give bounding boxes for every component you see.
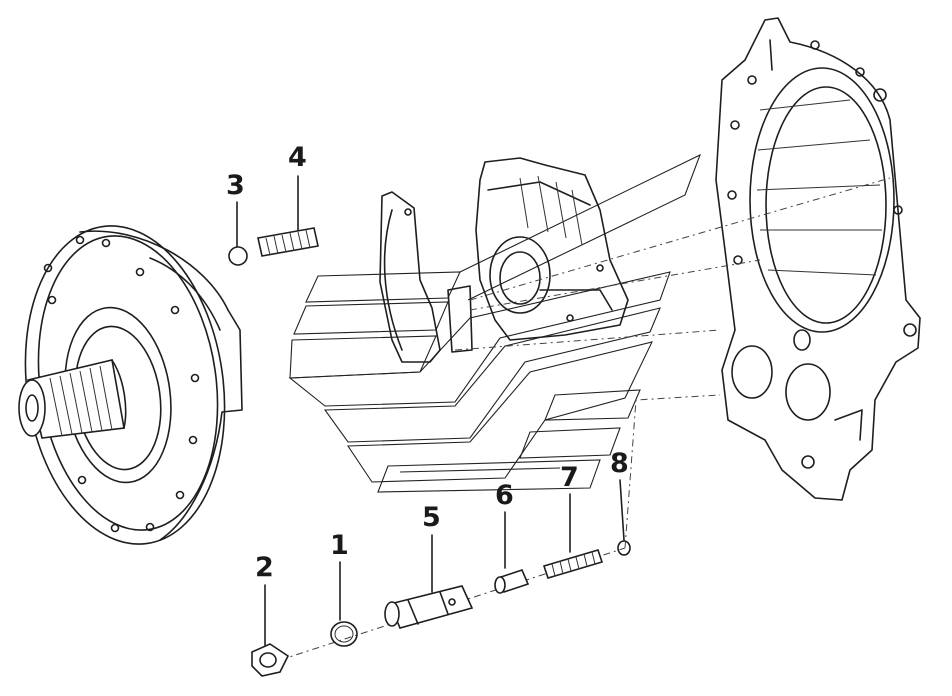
callout-6: 6	[495, 480, 514, 511]
check-ball-icon	[228, 246, 248, 266]
valve-body-icon	[475, 157, 629, 341]
brand-watermark-icon	[288, 153, 701, 493]
callout-2: 2	[255, 552, 274, 583]
callout-8: 8	[610, 448, 629, 479]
callout-7: 7	[560, 462, 579, 493]
valve-spool-icon	[384, 585, 474, 629]
washer-icon	[617, 540, 631, 556]
o-ring-icon	[330, 621, 358, 647]
sleeve-icon	[494, 569, 530, 594]
callout-5: 5	[422, 502, 441, 533]
shift-fork-icon	[379, 191, 473, 363]
pump-housing-icon	[18, 225, 243, 545]
callout-4: 4	[288, 142, 307, 173]
callout-1: 1	[330, 530, 349, 561]
callout-leaders	[236, 175, 625, 646]
callout-3: 3	[226, 170, 245, 201]
spring-lower-icon	[542, 549, 604, 579]
plug-icon	[251, 643, 290, 677]
transmission-housing-icon	[715, 17, 921, 501]
spring-upper-icon	[257, 227, 319, 257]
